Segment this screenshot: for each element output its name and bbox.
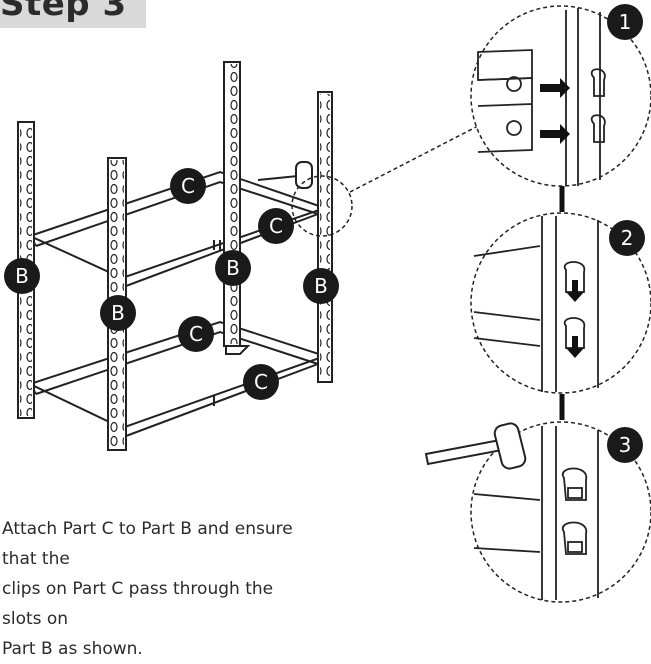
step-tag: Step 3	[0, 0, 146, 28]
mallet-icon	[424, 422, 527, 470]
svg-text:B: B	[226, 256, 240, 280]
part-badge-c: C	[258, 208, 294, 244]
detail-2: 2	[470, 212, 651, 394]
detail-step-badge: 1	[607, 4, 643, 40]
post-back-right	[317, 91, 333, 383]
part-badge-c: C	[170, 168, 206, 204]
part-badge-b: B	[4, 258, 40, 294]
part-badge-b: B	[100, 295, 136, 331]
svg-text:1: 1	[619, 10, 632, 34]
svg-text:2: 2	[621, 226, 634, 250]
svg-text:C: C	[254, 370, 268, 394]
svg-text:3: 3	[619, 433, 632, 457]
part-badge-c: C	[178, 316, 214, 352]
svg-text:B: B	[111, 301, 125, 325]
svg-text:C: C	[269, 214, 283, 238]
step-title: Step 3	[0, 0, 127, 24]
svg-text:B: B	[314, 274, 328, 298]
mallet-icon	[257, 161, 313, 189]
detail-1: 1	[470, 4, 651, 187]
detail-callout	[291, 125, 479, 237]
instruction-text: Attach Part C to Part B and ensure that …	[2, 514, 302, 664]
detail-step-badge: 2	[609, 220, 645, 256]
instruction-line: Attach Part C to Part B and ensure that …	[2, 519, 293, 569]
instruction-line: clips on Part C pass through the slots o…	[2, 579, 274, 629]
part-badge-b: B	[215, 250, 251, 286]
svg-text:B: B	[15, 264, 29, 288]
detail-step-badge: 3	[607, 427, 643, 463]
assembly-diagram: C C C C B B B B	[4, 4, 651, 603]
part-badge-b: B	[303, 268, 339, 304]
part-badges: C C C C B B B B	[4, 168, 339, 400]
svg-text:C: C	[189, 322, 203, 346]
part-badge-c: C	[243, 364, 279, 400]
svg-text:C: C	[181, 174, 195, 198]
instruction-line: Part B as shown.	[2, 639, 143, 659]
